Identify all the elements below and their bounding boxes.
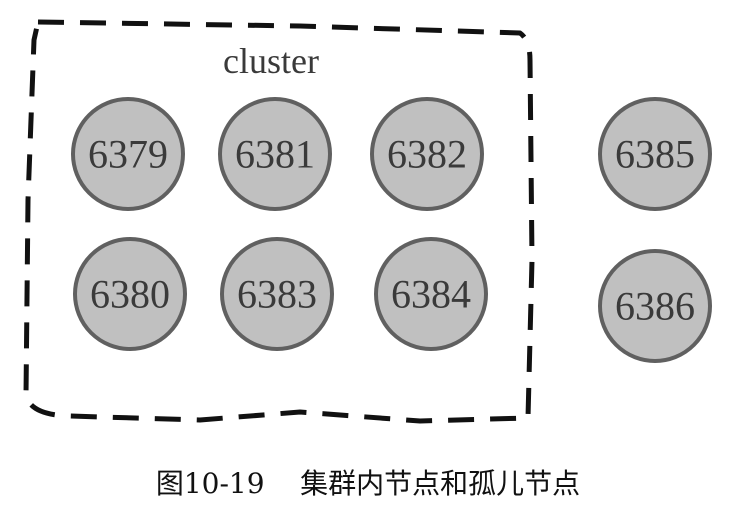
node-label: 6379 <box>88 132 168 177</box>
node-label: 6380 <box>90 272 170 317</box>
node-circle <box>374 237 488 351</box>
node-6380: 6380 <box>73 237 187 351</box>
node-label: 6382 <box>387 132 467 177</box>
cluster-boundary <box>23 19 535 424</box>
node-circle <box>598 97 712 211</box>
node-circle <box>71 97 185 211</box>
node-circle <box>73 237 187 351</box>
node-label: 6383 <box>237 272 317 317</box>
node-label: 6381 <box>235 132 315 177</box>
figure-caption: 图10-19 集群内节点和孤儿节点 <box>155 467 581 500</box>
node-6379: 6379 <box>71 97 185 211</box>
node-6383: 6383 <box>220 237 334 351</box>
node-circle <box>598 249 712 363</box>
node-6384: 6384 <box>374 237 488 351</box>
node-6385: 6385 <box>598 97 712 211</box>
node-6381: 6381 <box>218 97 332 211</box>
node-circle <box>370 97 484 211</box>
node-6386: 6386 <box>598 249 712 363</box>
cluster-label: cluster <box>223 41 319 81</box>
node-6382: 6382 <box>370 97 484 211</box>
node-label: 6384 <box>391 272 471 317</box>
node-circle <box>220 237 334 351</box>
node-label: 6385 <box>615 132 695 177</box>
node-label: 6386 <box>615 284 695 329</box>
node-circle <box>218 97 332 211</box>
